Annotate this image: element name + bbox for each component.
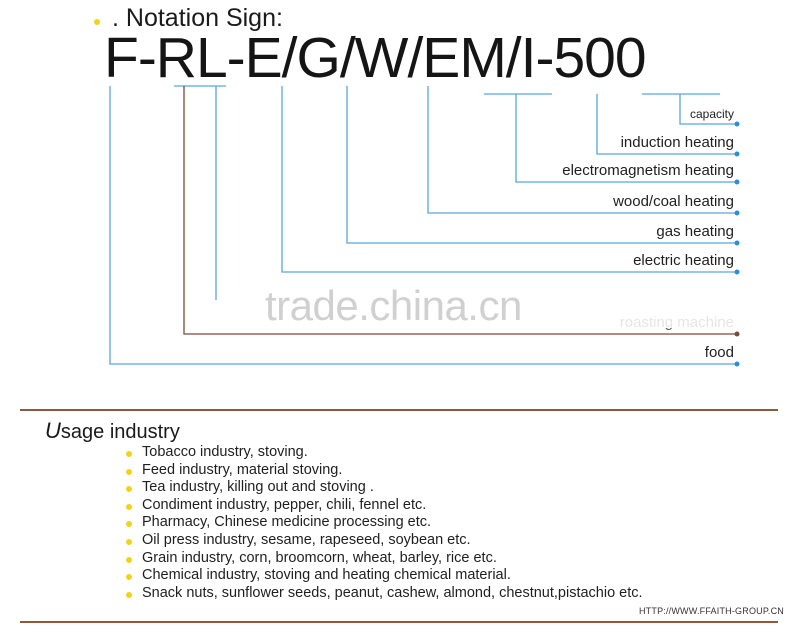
legend-label-wood-coal: wood/coal heating — [613, 193, 734, 210]
bullet-dot — [126, 521, 132, 528]
usage-item: Tobacco industry, stoving. — [124, 444, 643, 462]
legend-label-electromagnetism: electromagnetism heating — [562, 162, 734, 179]
legend-label-induction: induction heating — [620, 134, 734, 151]
connector-induction — [596, 94, 736, 155]
watermark-text: trade.china.cn — [265, 282, 522, 329]
usage-item-text: Grain industry, corn, broomcorn, wheat, … — [142, 549, 497, 566]
usage-list: Tobacco industry, stoving. Feed industry… — [124, 444, 643, 602]
connector-food — [109, 86, 736, 365]
legend-label-capacity: capacity — [689, 107, 734, 121]
usage-item: Tea industry, killing out and stoving . — [124, 479, 643, 497]
usage-item: Snack nuts, sunflower seeds, peanut, cas… — [124, 585, 643, 603]
endpoint-wood-coal — [734, 210, 740, 216]
endpoint-food — [734, 361, 740, 367]
legend-label-electric: electric heating — [633, 252, 734, 269]
bullet-dot — [126, 468, 132, 475]
connector-electromagnetism — [515, 94, 736, 183]
usage-item-text: Feed industry, material stoving. — [142, 461, 343, 478]
usage-item-text: Condiment industry, pepper, chili, fenne… — [142, 496, 427, 513]
bullet-dot — [126, 591, 132, 598]
usage-item-text: Tea industry, killing out and stoving . — [142, 479, 374, 496]
bullet-dot — [126, 556, 132, 563]
bullet-dot — [126, 503, 132, 510]
usage-item-text: Tobacco industry, stoving. — [142, 444, 308, 460]
usage-title-rest: sage industry — [60, 421, 180, 443]
usage-item: Chemical industry, stoving and heating c… — [124, 567, 643, 585]
connector-gas — [346, 86, 736, 244]
footer-divider — [20, 621, 778, 623]
usage-item-text: Snack nuts, sunflower seeds, peanut, cas… — [142, 584, 643, 601]
connector-electric — [281, 86, 736, 273]
endpoint-induction — [734, 151, 740, 157]
bullet-dot — [126, 451, 132, 457]
connector-capacity — [679, 94, 736, 125]
watermark-band — [590, 300, 740, 328]
usage-item: Feed industry, material stoving. — [124, 462, 643, 480]
usage-title: Usage industry — [45, 418, 180, 444]
usage-item-text: Oil press industry, sesame, rapeseed, so… — [142, 531, 471, 548]
legend-label-food: food — [704, 344, 734, 361]
endpoint-electric — [734, 269, 740, 275]
connector-roasting — [183, 86, 736, 335]
legend-label-gas: gas heating — [656, 223, 734, 240]
bullet-dot — [126, 574, 132, 581]
usage-item: Pharmacy, Chinese medicine processing et… — [124, 514, 643, 532]
usage-item-text: Chemical industry, stoving and heating c… — [142, 567, 511, 584]
bullet-dot — [126, 486, 132, 493]
endpoint-electromagnetism — [734, 179, 740, 185]
endpoint-gas — [734, 240, 740, 246]
connector-wood-coal — [427, 86, 736, 214]
model-code: F-RL-E/G/W/EM/I-500 — [104, 26, 647, 90]
usage-title-initial: U — [45, 418, 61, 443]
endpoint-capacity — [734, 121, 740, 127]
usage-item: Condiment industry, pepper, chili, fenne… — [124, 497, 643, 515]
usage-item-text: Pharmacy, Chinese medicine processing et… — [142, 514, 432, 531]
notation-connector-diagram — [109, 85, 740, 367]
section-divider — [20, 409, 778, 411]
usage-item: Grain industry, corn, broomcorn, wheat, … — [124, 550, 643, 568]
bullet-dot — [126, 538, 132, 545]
heading-bullet-dot — [94, 19, 100, 25]
notation-heading: . Notation Sign: — [112, 4, 283, 32]
website-url: HTTP://WWW.FFAITH-GROUP.CN — [638, 606, 784, 616]
endpoint-roasting — [734, 331, 740, 337]
usage-item: Oil press industry, sesame, rapeseed, so… — [124, 532, 643, 550]
